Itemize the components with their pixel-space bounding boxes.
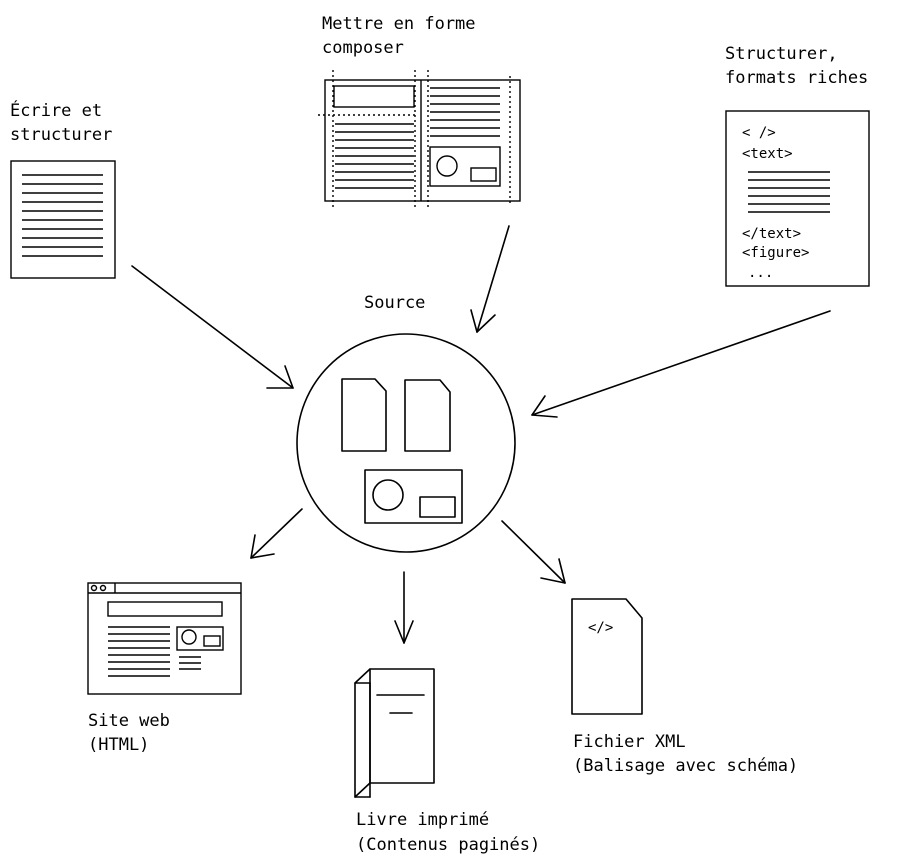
xml-doc-tag-figure: <figure> xyxy=(742,245,809,261)
source-circle-icon xyxy=(296,333,516,553)
xml-doc-ellipsis: ... xyxy=(748,265,773,281)
arrow-ecrire-to-source xyxy=(131,265,294,389)
livre-group: Livre imprimé (Contenus paginés) xyxy=(354,668,540,855)
book-icon xyxy=(354,668,435,798)
arrow-mettre-to-source xyxy=(470,225,510,333)
structurer-label-line2: formats riches xyxy=(725,68,868,88)
arrow-structurer-to-source xyxy=(531,310,831,418)
xml-doc-tag-text-close: </text> xyxy=(742,226,801,242)
ecrire-label-line2: structurer xyxy=(10,125,112,145)
xml-doc-tag-text-open: <text> xyxy=(742,146,793,162)
mettre-label-line2: composer xyxy=(322,38,404,58)
mettre-group: Mettre en forme composer xyxy=(318,14,521,210)
source-group: Source xyxy=(296,293,516,553)
source-label: Source xyxy=(364,293,425,313)
page-layout-icon xyxy=(318,70,521,210)
structurer-label-line1: Structurer, xyxy=(725,44,838,64)
xml-label-line1: Fichier XML xyxy=(573,732,686,752)
livre-label-line2: (Contenus paginés) xyxy=(356,835,540,855)
document-lines-icon xyxy=(10,160,116,279)
xml-document-icon: < /> <text> </text> <figure> ... xyxy=(725,110,870,287)
browser-window-icon xyxy=(87,582,242,695)
site-label-line2: (HTML) xyxy=(88,735,149,755)
ecrire-label-line1: Écrire et xyxy=(10,99,102,121)
structurer-group: Structurer, formats riches < /> <text> <… xyxy=(725,44,870,287)
site-group: Site web (HTML) xyxy=(87,582,242,755)
arrow-source-to-site xyxy=(250,508,303,559)
xml-group: </> Fichier XML (Balisage avec schéma) xyxy=(571,598,798,776)
site-label-line1: Site web xyxy=(88,711,170,731)
xml-file-icon-text: </> xyxy=(588,620,613,636)
xml-file-icon: </> xyxy=(571,598,643,715)
arrow-source-to-xml xyxy=(501,520,566,584)
livre-label-line1: Livre imprimé xyxy=(356,810,489,830)
xml-label-line2: (Balisage avec schéma) xyxy=(573,756,798,776)
arrow-source-to-livre xyxy=(394,571,414,644)
mettre-label-line1: Mettre en forme xyxy=(322,14,476,34)
xml-doc-tag-empty: < /> xyxy=(742,125,776,141)
ecrire-group: Écrire et structurer xyxy=(10,99,116,279)
